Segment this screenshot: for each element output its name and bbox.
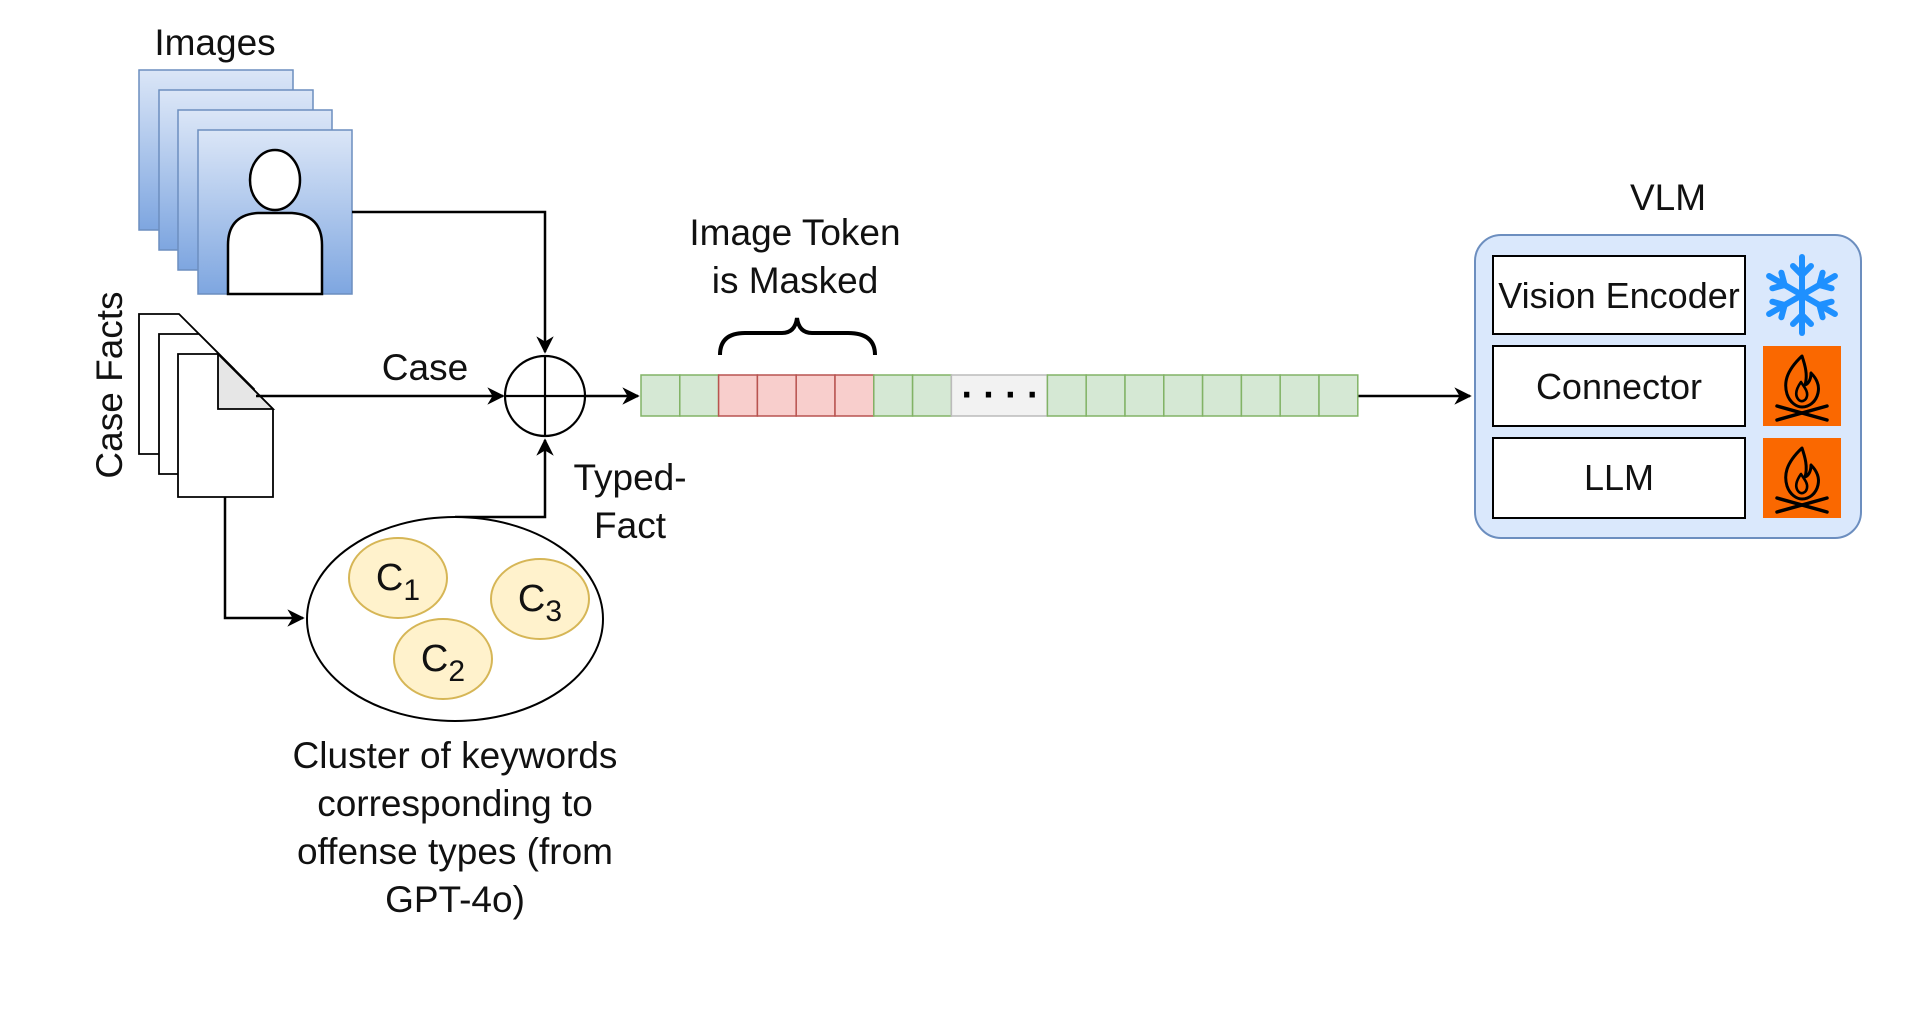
snowflake-icon xyxy=(1766,254,1838,336)
masked-image-token xyxy=(834,374,875,417)
masked-token-brace xyxy=(718,317,877,356)
facts-to-cluster-arrow xyxy=(223,497,305,627)
text-token xyxy=(1124,374,1165,417)
cluster-c1-label: C1 xyxy=(376,557,420,607)
cluster-caption-line2: corresponding to xyxy=(317,783,593,824)
connector-label: Connector xyxy=(1536,366,1702,407)
token-ellipsis xyxy=(950,374,1049,417)
fire-icon xyxy=(1763,438,1841,518)
person-icon xyxy=(226,148,324,296)
sum-node xyxy=(503,354,587,438)
text-token xyxy=(640,374,681,417)
images-label: Images xyxy=(154,22,275,63)
masked-image-token xyxy=(795,374,836,417)
cluster-c2-label: C2 xyxy=(421,638,465,688)
token-sequence: · · · · xyxy=(640,374,1359,417)
case-label: Case xyxy=(382,347,468,388)
cluster-caption-line3: offense types (from xyxy=(297,831,613,872)
images-to-sum-arrow xyxy=(352,210,554,354)
vlm-module-vision-encoder: Vision Encoder xyxy=(1492,255,1746,335)
image-token-label-line1: Image Token xyxy=(689,212,900,253)
text-token xyxy=(1163,374,1204,417)
masked-image-token xyxy=(756,374,797,417)
image-token-label-line2: is Masked xyxy=(712,260,879,301)
vlm-module-connector: Connector xyxy=(1492,345,1746,427)
vision-encoder-label: Vision Encoder xyxy=(1498,275,1740,316)
text-token xyxy=(1085,374,1126,417)
keyword-cluster: C1 C2 C3 xyxy=(306,516,604,722)
typed-fact-label-line2: Fact xyxy=(594,505,667,546)
vlm-title: VLM xyxy=(1630,177,1706,218)
cluster-caption-line4: GPT-4o) xyxy=(385,879,525,920)
llm-label: LLM xyxy=(1584,457,1654,498)
text-token xyxy=(911,374,953,417)
typed-fact-arrow xyxy=(455,438,554,519)
token-ellipsis-dots: · · · · xyxy=(961,378,1038,413)
text-token xyxy=(1279,374,1320,417)
text-token xyxy=(1046,374,1087,417)
fire-icon xyxy=(1763,346,1841,426)
cluster-c2 xyxy=(393,618,493,700)
document-fold xyxy=(217,351,276,410)
typed-fact-label-line1: Typed- xyxy=(573,457,686,498)
masked-image-token xyxy=(717,374,759,417)
case-facts-label: Case Facts xyxy=(89,291,130,478)
cluster-c1 xyxy=(348,537,448,619)
cluster-c3 xyxy=(490,558,590,640)
cluster-caption-line1: Cluster of keywords xyxy=(293,735,618,776)
cluster-c3-label: C3 xyxy=(518,578,562,628)
text-token xyxy=(679,374,720,417)
text-token xyxy=(873,374,914,417)
text-token xyxy=(1201,374,1243,417)
image-stack xyxy=(138,69,353,296)
text-token xyxy=(1318,374,1359,417)
text-token xyxy=(1240,374,1281,417)
vlm-module-llm: LLM xyxy=(1492,437,1746,519)
document-stack xyxy=(138,313,276,498)
